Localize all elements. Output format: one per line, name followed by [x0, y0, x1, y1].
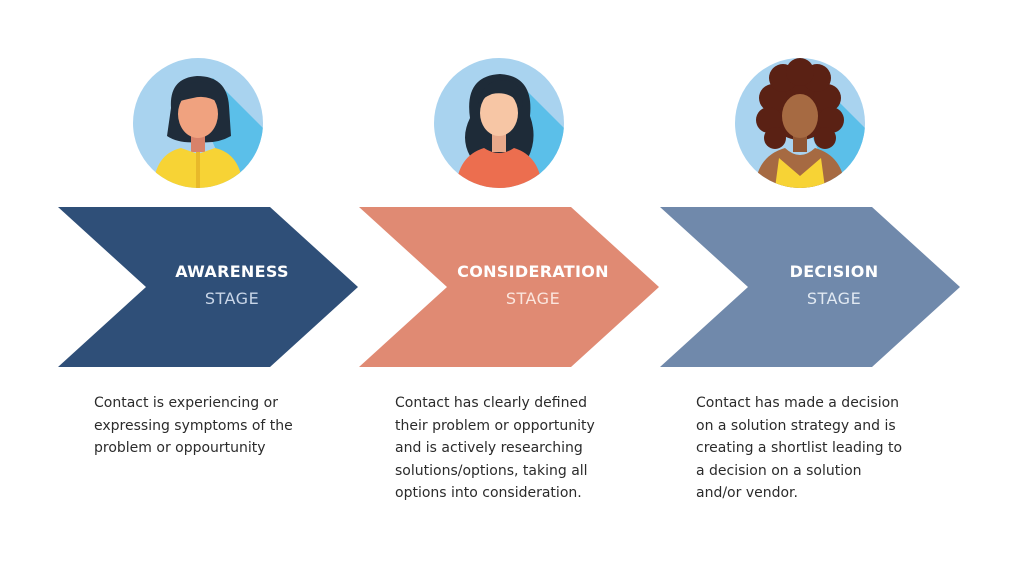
stage-title: DECISION [789, 262, 879, 281]
description-line: Contact is experiencing or [94, 395, 278, 411]
stage-description: Contact has made a decision on a solutio… [696, 392, 936, 505]
stage-decision: DECISION STAGE Contact has made a decisi… [660, 0, 960, 576]
stage-description: Contact has clearly defined their proble… [395, 392, 635, 505]
description-line: Contact has made a decision [696, 395, 900, 411]
woman-long-wavy-hair-avatar-icon [434, 58, 564, 188]
description-line: their problem or opportunity [395, 417, 595, 434]
woman-short-hair-avatar-icon [133, 58, 263, 188]
description-line: expressing symptoms of the [94, 417, 293, 434]
stage-subtitle: STAGE [204, 289, 260, 308]
stage-subtitle: STAGE [505, 289, 561, 308]
stage-description: Contact is experiencing or expressing sy… [94, 392, 334, 460]
stage-consideration: CONSIDERATION STAGE Contact has clearly … [359, 0, 659, 576]
description-line: solutions/options, taking all [395, 462, 588, 479]
stage-subtitle: STAGE [806, 289, 862, 308]
description-line: and is actively researching [395, 440, 583, 456]
description-line: options into consideration. [395, 485, 582, 501]
stage-awareness: AWARENESS STAGE Contact is experiencing … [58, 0, 358, 576]
decision-stage-chevron: DECISION STAGE [660, 207, 960, 367]
description-line: and/or vendor. [696, 485, 798, 501]
description-line: on a solution strategy and is [696, 417, 896, 434]
consideration-stage-chevron: CONSIDERATION STAGE [359, 207, 659, 367]
description-line: Contact has clearly defined [395, 395, 587, 411]
description-line: creating a shortlist leading to [696, 440, 903, 456]
awareness-stage-chevron: AWARENESS STAGE [58, 207, 358, 367]
description-line: a decision on a solution [696, 462, 862, 479]
stage-title: AWARENESS [175, 262, 289, 281]
woman-curly-hair-avatar-icon [735, 58, 865, 188]
stage-title: CONSIDERATION [457, 262, 609, 281]
description-line: problem or oppourtunity [94, 440, 266, 456]
